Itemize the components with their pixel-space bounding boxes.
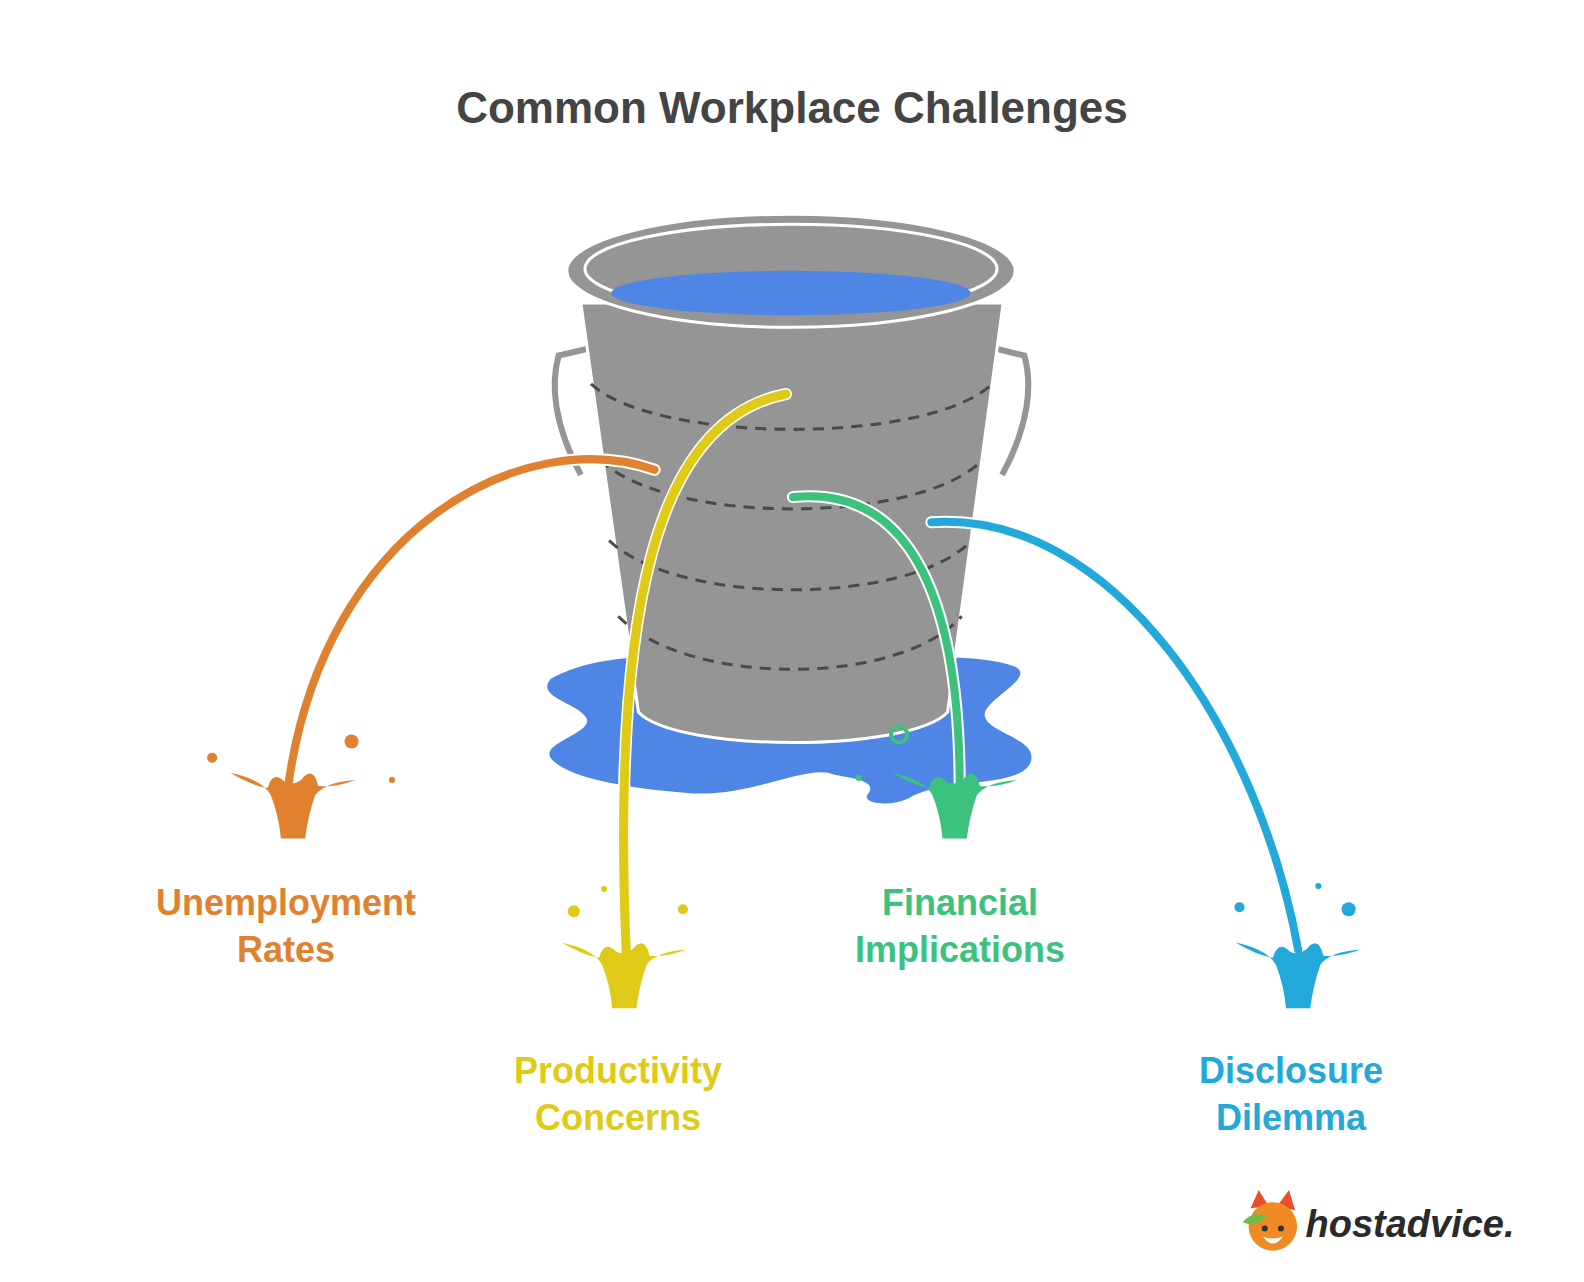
watermark: hostadvice. [1280, 1200, 1540, 1249]
stream [793, 496, 960, 788]
bucket-water [611, 271, 971, 315]
category-label: Disclosure Dilemma [1141, 1048, 1441, 1142]
logo-eye [1262, 1225, 1268, 1231]
splash [856, 726, 1018, 838]
logo-head [1249, 1202, 1297, 1250]
bucket-rim [567, 214, 1016, 327]
splash [562, 886, 688, 1008]
logo-leaf [1243, 1214, 1267, 1224]
splash [1234, 883, 1360, 1008]
logo-icon [1243, 1190, 1298, 1251]
stream [288, 459, 655, 788]
diagram-title: Common Workplace Challenges [292, 80, 1292, 136]
splash-drop [601, 886, 607, 892]
dashed-band [591, 384, 992, 429]
splash-shape [1235, 943, 1360, 1009]
stream [624, 394, 786, 955]
bucket-handle [995, 349, 1028, 475]
splash-drop [207, 753, 217, 763]
dashed-band [618, 616, 961, 669]
category-label: Financial Implications [810, 880, 1110, 974]
splash-drop [568, 905, 580, 917]
splash-drop [389, 777, 395, 783]
stream [288, 459, 655, 788]
splash-drop [1342, 902, 1356, 916]
splash-drop [678, 904, 688, 914]
category-label: Productivity Concerns [468, 1048, 768, 1142]
splash-drop [1315, 883, 1321, 889]
splash-shape [892, 773, 1017, 839]
category-label: Unemployment Rates [136, 880, 436, 974]
splash-drop [856, 775, 862, 781]
stream [624, 394, 786, 955]
logo-muzzle [1263, 1237, 1283, 1244]
splash-shape [230, 773, 355, 839]
splash [207, 734, 395, 838]
splash-shape [562, 943, 687, 1009]
stream [793, 496, 960, 788]
splash-drop [1234, 902, 1244, 912]
logo-eye [1278, 1225, 1284, 1231]
splash-drop [344, 734, 358, 748]
splash-drop [891, 726, 907, 742]
